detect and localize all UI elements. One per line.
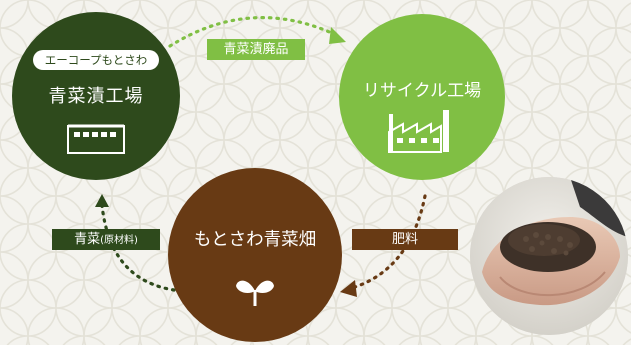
fertilizer-flow-label: 肥料 [352, 229, 458, 250]
sprout-icon [236, 280, 274, 306]
raw-material-note: (原材料) [100, 235, 138, 246]
factory-smokestack-icon [388, 110, 449, 153]
pickle-factory-label: 青菜漬工場 [48, 86, 144, 107]
raw-material-main: 青菜 [74, 232, 101, 247]
arrow-fertilizer [350, 194, 427, 290]
raw-material-flow-label: 青菜(原材料) [52, 229, 160, 250]
arrowhead-raw [95, 194, 109, 207]
factory-building-icon [67, 124, 125, 154]
pickle-factory-node: エーコープもとさわ 青菜漬工場 [12, 12, 180, 180]
waste-flow-label: 青菜漬廃品 [207, 39, 305, 60]
arrow-raw [100, 203, 176, 292]
recycling-factory-node: リサイクル工場 [339, 14, 505, 180]
greens-field-label: もとさわ青菜畑 [193, 230, 317, 250]
greens-field-node: もとさわ青菜畑 [168, 168, 342, 342]
acoop-badge: エーコープもとさわ [33, 50, 159, 70]
arrowhead-fertilizer [340, 280, 357, 297]
arrow-waste [168, 15, 336, 48]
fertilizer-hands-photo [470, 177, 628, 335]
recycling-factory-label: リサイクル工場 [362, 81, 482, 101]
arrowhead-waste [329, 27, 346, 44]
